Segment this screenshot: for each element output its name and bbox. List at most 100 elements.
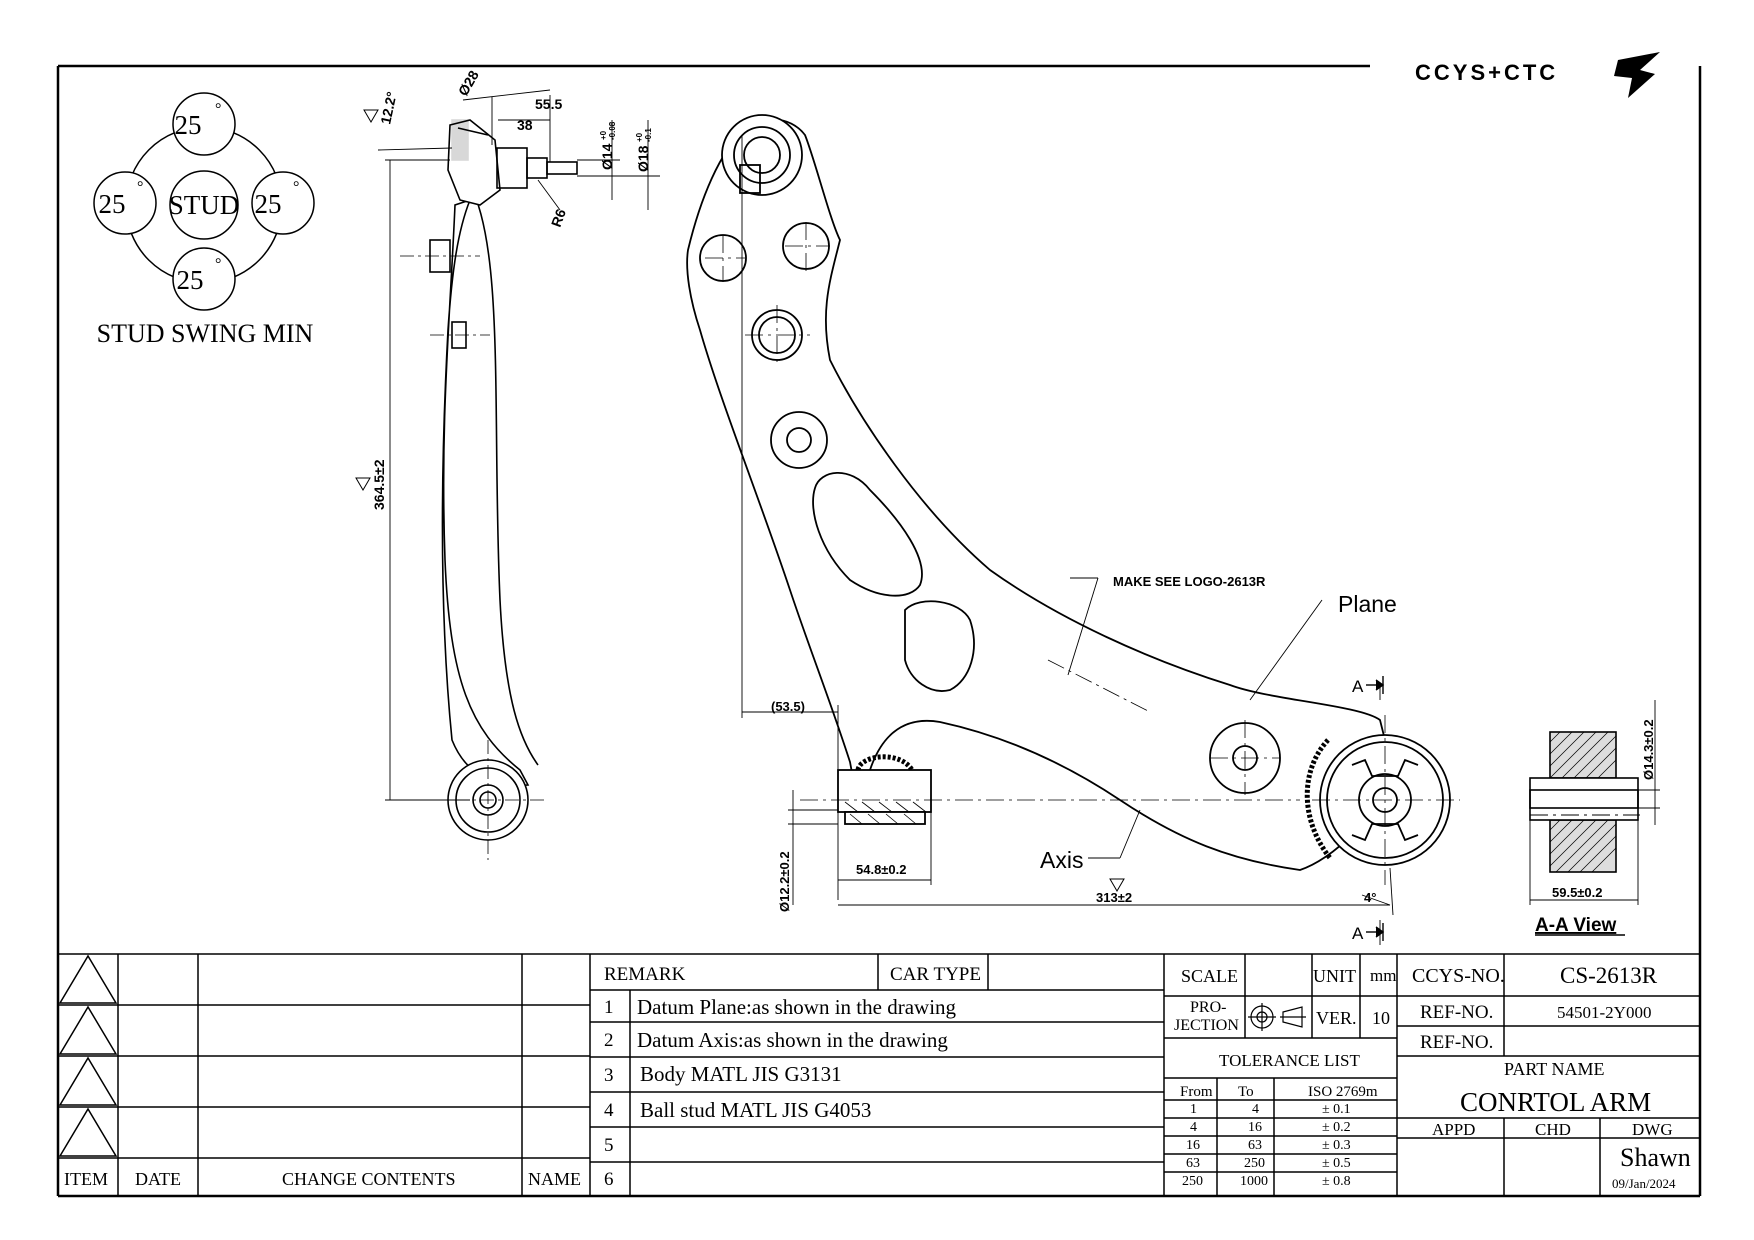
ref-no-value: 54501-2Y000 [1557,1003,1652,1022]
tol-header-from: From [1180,1084,1213,1100]
tolerance-title: TOLERANCE LIST [1219,1051,1360,1070]
datum-triangle-icon [363,109,379,123]
stud-diameter-b: Ø18 +0 -0.1 [635,128,653,172]
ref-no-label: REF-NO. [1420,1002,1494,1023]
section-labels: Ø14.3±0.2 59.5±0.2 A-A View [1535,719,1656,936]
bushing-hatching [844,801,927,825]
swing-right-value: 25 [255,189,282,219]
unit-value: mm [1370,966,1397,985]
tol-row-3-to: 63 [1248,1138,1262,1153]
section-view-drawing [1529,731,1639,873]
ccys-no-label: CCYS-NO. [1412,965,1505,987]
ccys-no-value: CS-2613R [1560,963,1658,988]
tol-row-1-tol: ± 0.1 [1322,1102,1351,1117]
degree-mark-right: ° [293,179,299,196]
section-title: A-A View [1535,915,1617,936]
projection-label-2: JECTION [1174,1017,1239,1034]
svg-text:-0.08: -0.08 [608,121,617,140]
part-name-label: PART NAME [1504,1059,1605,1079]
car-type-header: CAR TYPE [890,964,981,985]
chd-label: CHD [1535,1120,1571,1139]
offset-label: (53.5) [771,699,805,714]
degree-mark-top: ° [215,101,221,118]
swing-left-value: 25 [99,189,126,219]
section-marker-bottom: A [1352,924,1364,943]
stud-angle-label: 12.2° [377,90,399,125]
rev-header-date: DATE [135,1169,181,1189]
logo-note-label: MAKE SEE LOGO-2613R [1113,574,1266,589]
version-value: 10 [1372,1008,1390,1028]
version-label: VER. [1316,1008,1357,1028]
rev-header-item: ITEM [64,1169,108,1189]
remark-row-4-text: Ball stud MATL JIS G4053 [640,1098,872,1122]
bushing-diameter-label: Ø12.2±0.2 [777,851,792,912]
tol-row-4-tol: ± 0.5 [1322,1156,1351,1171]
tol-row-1-from: 1 [1190,1102,1197,1117]
tol-row-5-to: 1000 [1240,1174,1268,1189]
remark-header: REMARK [604,964,686,985]
svg-text:CCYS+CTC: CCYS+CTC [1415,60,1558,85]
tol-row-1-to: 4 [1252,1102,1259,1117]
section-marker-top: A [1352,677,1364,696]
remark-row-1-num: 1 [604,997,614,1018]
remark-row-2-text: Datum Axis:as shown in the drawing [637,1028,948,1052]
stud-label: STUD [169,190,240,220]
stud-swing-diagram [93,92,315,311]
remark-row-4-num: 4 [604,1100,614,1121]
swing-bottom-value: 25 [177,265,204,295]
side-view-drawing [429,119,578,841]
dwg-label: DWG [1632,1120,1673,1139]
section-width-label: 59.5±0.2 [1552,885,1603,900]
tol-row-3-from: 16 [1186,1138,1200,1153]
remark-row-5-num: 5 [604,1135,614,1156]
plane-label: Plane [1338,591,1397,617]
tol-row-2-to: 16 [1248,1120,1262,1135]
tol-row-2-tol: ± 0.2 [1322,1120,1351,1135]
stud-swing-caption: STUD SWING MIN [97,319,314,348]
side-view-labels: 12.2° Ø28 55.5 38 Ø14 +0 -0.08 Ø18 +0 -0… [355,67,653,510]
main-view-drawing [686,114,1451,871]
tol-row-4-to: 250 [1244,1156,1265,1171]
side-view-dimensions [377,89,660,801]
tol-row-5-from: 250 [1182,1174,1203,1189]
svg-text:Ø14: Ø14 [599,143,615,170]
axis-label: Axis [1040,847,1083,873]
ref-no-label-2: REF-NO. [1420,1032,1494,1053]
projection-symbol-icon [1248,1003,1306,1031]
title-block-grid [58,953,1700,1196]
section-diameter-label: Ø14.3±0.2 [1641,719,1656,780]
datum-triangle-icon [1109,878,1125,892]
main-view-centerlines [705,222,1460,885]
datum-triangle-icon [355,477,371,491]
date-value: 09/Jan/2024 [1612,1176,1676,1191]
sheet-border [56,64,1702,1198]
stud-radius-label: R6 [548,207,569,229]
scale-label: SCALE [1181,966,1239,986]
brand-logo: CCYS+CTC [1415,52,1660,98]
side-length-label: 364.5±2 [371,459,387,510]
tol-header-to: To [1238,1084,1254,1100]
svg-text:+0: +0 [599,130,608,140]
svg-text:Ø18: Ø18 [635,145,651,172]
bushing-width-label: 54.8±0.2 [856,862,907,877]
svg-text:+0: +0 [635,132,644,142]
bushing-angle-label: 4° [1364,890,1376,905]
tol-row-4-from: 63 [1186,1156,1200,1171]
swing-top-value: 25 [175,110,202,140]
remark-row-6-num: 6 [604,1169,614,1190]
main-view-dimensions [741,135,1394,945]
appd-label: APPD [1432,1120,1476,1139]
section-hatching [1549,731,1617,873]
remark-row-2-num: 2 [604,1030,614,1051]
projection-label-1: PRO- [1190,999,1227,1016]
remark-row-3-text: Body MATL JIS G3131 [640,1062,842,1086]
ball-diameter-label: Ø28 [455,67,482,98]
stud-length-long-label: 55.5 [535,96,562,112]
section-arrows [1366,676,1385,941]
degree-mark-left: ° [137,179,143,196]
drawn-by-value: Shawn [1620,1143,1691,1172]
unit-label: UNIT [1313,966,1356,986]
tol-row-2-from: 4 [1190,1120,1197,1135]
svg-text:-0.1: -0.1 [644,128,653,142]
